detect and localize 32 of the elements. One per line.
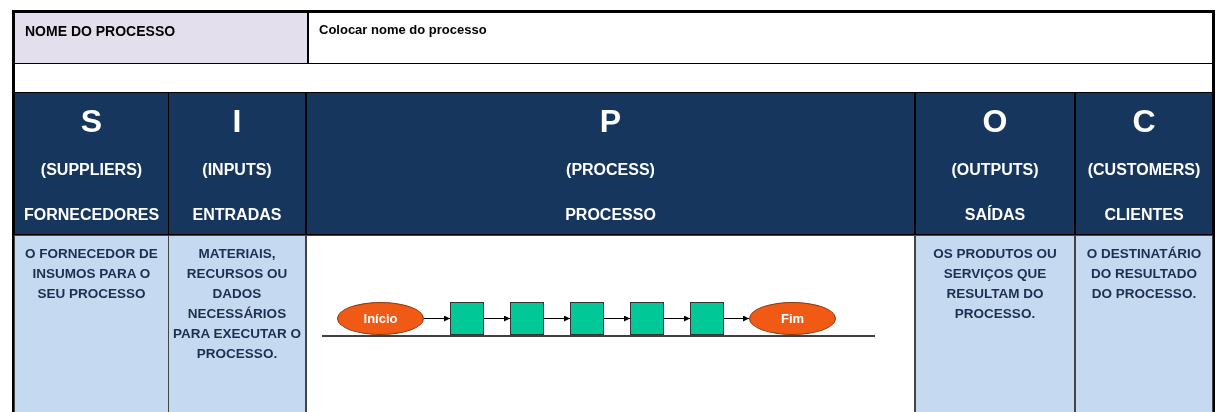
column-letter: P [598,103,623,140]
arrow [423,315,451,322]
process-step-box [630,302,664,335]
column-title: (SUPPLIERS) [39,161,144,179]
process-step-box [570,302,604,335]
arrow [723,315,750,322]
column-letter: S [79,103,104,140]
process-step-box [450,302,484,335]
arrow [543,315,571,322]
column-title: (OUTPUTS) [950,161,1040,179]
description-text: O DESTINATÁRIO DO RESULTADO DO PROCESSO. [1085,245,1203,303]
process-step-box [690,302,724,335]
column-subtitle: PROCESSO [564,206,657,224]
column-letter: O [981,103,1009,140]
column-subtitle: CLIENTES [1103,206,1185,224]
process-step-box [510,302,544,335]
arrow [663,315,691,322]
field-value: Colocar nome do processo [319,22,487,37]
arrow [483,315,511,322]
field-label: NOME DO PROCESSO [25,23,176,39]
column-letter: C [1131,103,1157,140]
description-text: O FORNECEDOR DE INSUMOS PARA O SEU PROCESSO [24,245,159,303]
arrow [603,315,631,322]
description-text: MATERIAIS, RECURSOS OU DADOS NECESSÁRIOS PARA EXECUTAR O PROCESSO. [173,245,301,363]
column-subtitle: ENTRADAS [191,206,283,224]
description-text: OS PRODUTOS OU SERVIÇOS QUE RESULTAM DO PROCESSO. [932,245,1058,323]
column-title: (PROCESS) [565,161,656,179]
column-subtitle: SAÍDAS [963,206,1027,224]
column-title: (INPUTS) [201,161,273,179]
column-letter: I [231,103,243,140]
column-title: (CUSTOMERS) [1086,161,1202,179]
column-subtitle: FORNECEDORES [22,206,161,224]
